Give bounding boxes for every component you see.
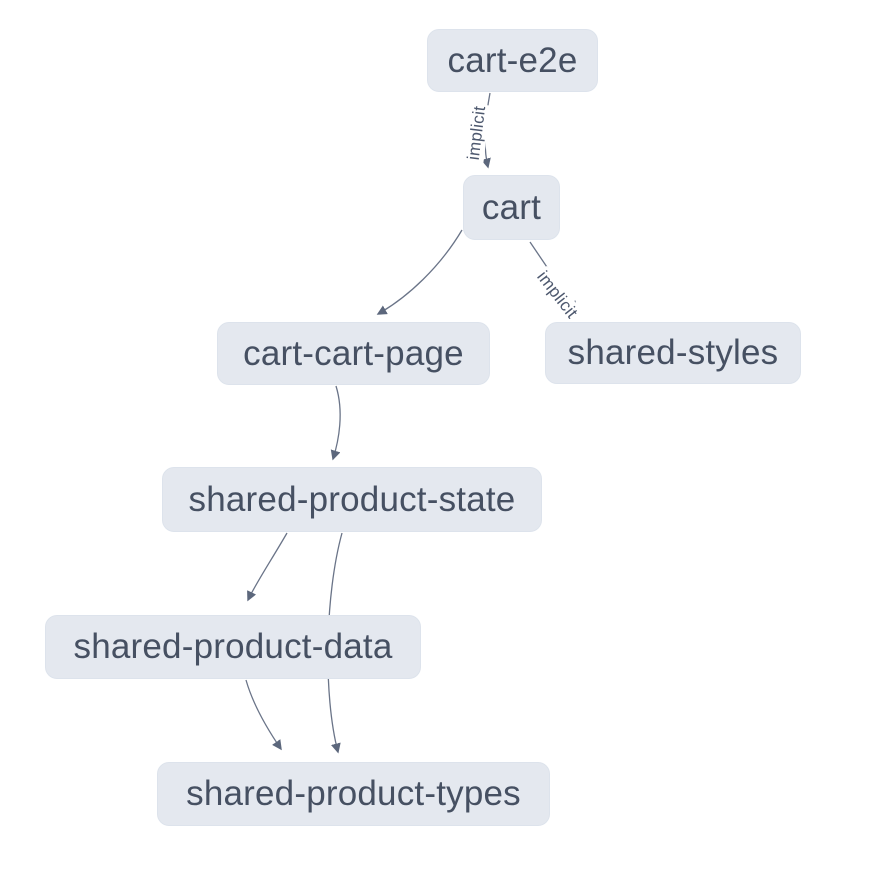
edge-cart-cart-page-to-shared-product-state — [330, 385, 341, 461]
node-shared-styles[interactable]: shared-styles — [545, 322, 801, 384]
node-cart-e2e[interactable]: cart-e2e — [427, 29, 598, 92]
node-cart[interactable]: cart — [463, 175, 560, 240]
node-shared-product-types[interactable]: shared-product-types — [157, 762, 550, 826]
edge-shared-product-state-to-shared-product-data — [247, 532, 288, 602]
edge-shared-product-data-to-shared-product-types — [245, 679, 282, 751]
edge-cart-e2e-to-cart — [481, 92, 491, 169]
edge-cart-to-cart-cart-page — [376, 229, 463, 315]
node-shared-product-state[interactable]: shared-product-state — [162, 467, 542, 532]
node-cart-cart-page[interactable]: cart-cart-page — [217, 322, 490, 385]
node-shared-product-data[interactable]: shared-product-data — [45, 615, 421, 679]
edge-cart-to-shared-styles — [529, 241, 577, 312]
